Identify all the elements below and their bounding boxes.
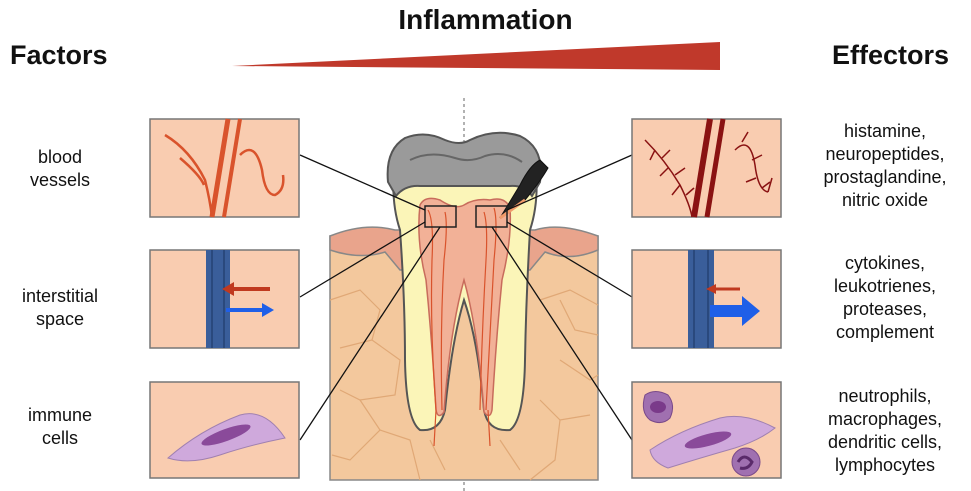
panel-left-blood-vessels <box>150 119 299 217</box>
panel-right-immune-cells <box>632 382 781 478</box>
tooth-enamel <box>388 133 541 196</box>
inflammation-gradient-wedge <box>232 42 720 70</box>
panel-right-blood-vessels <box>632 119 781 217</box>
tooth-illustration <box>330 133 598 480</box>
panel-right-interstitial-space <box>632 250 781 348</box>
panel-left-immune-cells <box>150 382 299 478</box>
panel-left-interstitial-space <box>150 250 299 348</box>
